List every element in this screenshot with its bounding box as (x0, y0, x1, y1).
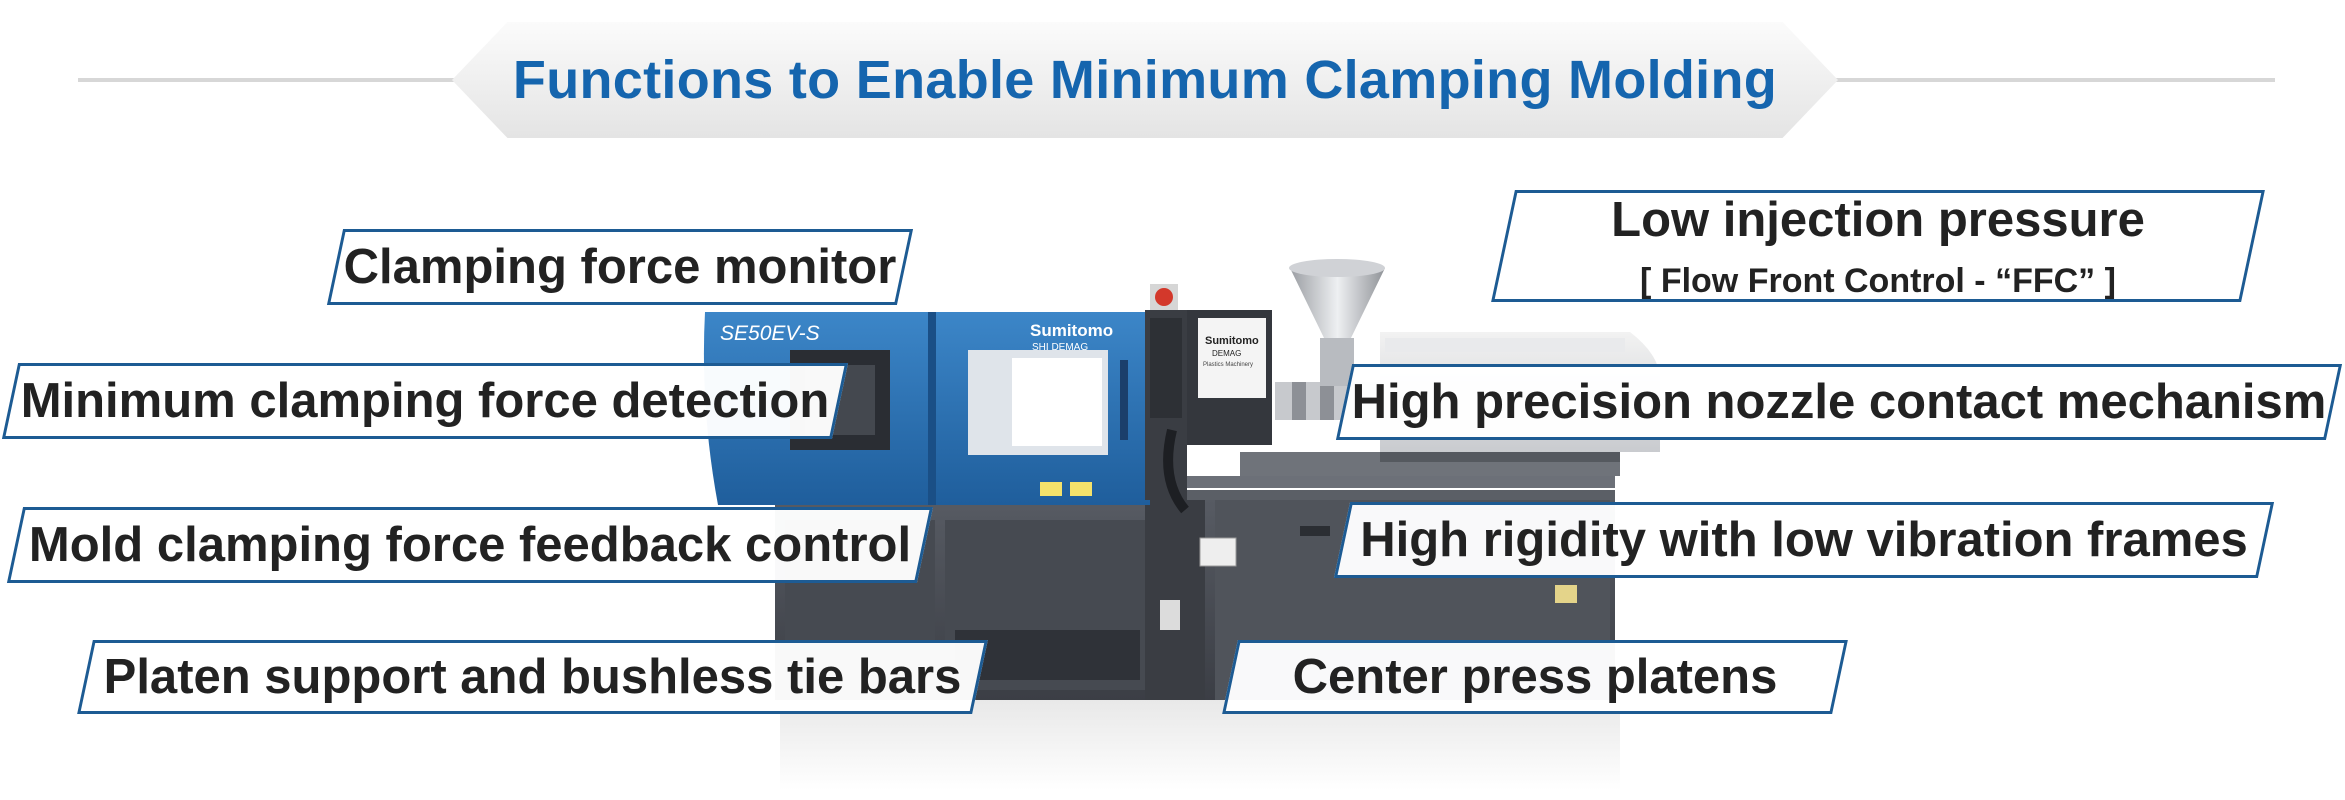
label-nozzle-contact-text: High precision nozzle contact mechanism (1351, 375, 2327, 429)
machine-brand-text: Sumitomo (1030, 321, 1113, 340)
hopper-rim (1289, 259, 1385, 277)
sticker-2 (1160, 600, 1180, 630)
machine-model-text: SE50EV-S (720, 322, 820, 345)
label-mold-clamping-force-feedback-control-text: Mold clamping force feedback control (28, 518, 912, 572)
tie-bar-top (1185, 476, 1615, 488)
label-mold-clamping-force-feedback-control: Mold clamping force feedback control (15, 507, 925, 583)
warning-sticker-2 (1070, 482, 1092, 496)
screen-brand-text: Sumitomo (1205, 335, 1259, 347)
label-clamping-force-monitor-text: Clamping force monitor (343, 240, 897, 294)
tie-bar-bottom (1185, 490, 1615, 500)
title-banner: Functions to Enable Minimum Clamping Mol… (452, 22, 1838, 138)
control-keypad (1150, 318, 1182, 418)
screen-brand-sub-text: DEMAG (1212, 349, 1241, 358)
hopper (1290, 268, 1385, 340)
label-center-press: Center press platens (1230, 640, 1840, 714)
sticker-1 (1199, 537, 1237, 567)
label-minimum-clamping-force-detection: Minimum clamping force detection (10, 363, 840, 439)
base-opening (955, 630, 1140, 680)
title-rule-left (78, 78, 478, 82)
warning-sticker-1 (1040, 482, 1062, 496)
injection-unit-slide (1380, 452, 1620, 462)
emergency-stop-icon (1155, 288, 1173, 306)
door-handle (1120, 360, 1128, 440)
label-rigidity: High rigidity with low vibration frames (1342, 502, 2266, 578)
machine-brand-sub-text: SHI DEMAG (1032, 342, 1088, 353)
page-title: Functions to Enable Minimum Clamping Mol… (512, 50, 1778, 110)
injection-cover-top (1385, 338, 1625, 352)
base-vent (1300, 526, 1330, 536)
label-low-injection-pressure-subtext: [ Flow Front Control - “FFC” ] (1640, 261, 2116, 300)
label-low-injection-pressure-text: Low injection pressure (1611, 192, 2145, 247)
label-center-press-text: Center press platens (1292, 650, 1778, 704)
barrel-band-2 (1320, 382, 1334, 420)
clamp-divider (928, 312, 936, 505)
label-nozzle-contact: High precision nozzle contact mechanism (1344, 364, 2334, 440)
label-platen-support: Platen support and bushless tie bars (85, 640, 980, 714)
safety-door-window (1012, 358, 1102, 446)
label-minimum-clamping-force-detection-text: Minimum clamping force detection (20, 374, 830, 428)
label-low-injection-pressure: Low injection pressure [ Flow Front Cont… (1503, 190, 2253, 302)
label-clamping-force-monitor: Clamping force monitor (335, 229, 905, 305)
floor-reflection (780, 700, 1620, 790)
sticker-3 (1555, 585, 1577, 603)
controller-screen (1198, 318, 1266, 398)
barrel-band-1 (1292, 382, 1306, 420)
control-cable (1163, 428, 1189, 514)
screen-caption-text: Plastics Machinery (1203, 362, 1253, 368)
label-rigidity-text: High rigidity with low vibration frames (1360, 513, 2248, 567)
label-platen-support-text: Platen support and bushless tie bars (103, 650, 962, 704)
title-rule-right (1815, 78, 2275, 82)
